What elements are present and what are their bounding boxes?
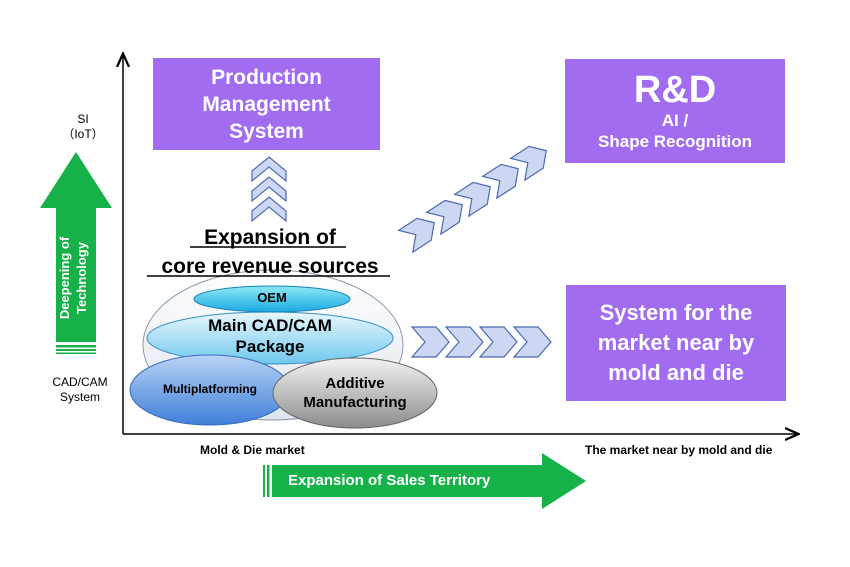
sales-territory-label: Expansion of Sales Territory xyxy=(288,472,491,489)
y-axis-top-label: SI （IoT） xyxy=(62,112,104,141)
multiplatforming-label: Multiplatforming xyxy=(163,382,257,396)
core-heading: Expansion of core revenue sources xyxy=(161,226,379,278)
system-market-text: System for the market near by mold and d… xyxy=(597,300,755,385)
main-package-label: Main CAD/CAM Package xyxy=(208,316,332,356)
additive-label: Additive Manufacturing xyxy=(303,375,407,411)
oem-ellipse xyxy=(193,285,351,313)
right-chevrons xyxy=(410,326,552,358)
rnd-box: R&D AI / Shape Recognition xyxy=(565,59,785,163)
x-axis-left-label: Mold & Die market xyxy=(200,443,305,457)
deepening-technology-label: Deepening of Technology xyxy=(57,236,89,320)
diagonal-chevrons xyxy=(397,145,547,254)
rnd-subtitle: AI / Shape Recognition xyxy=(598,111,752,151)
y-axis-bottom-label: CAD/CAM System xyxy=(52,375,108,404)
rnd-title: R&D xyxy=(633,69,717,111)
system-market-box: System for the market near by mold and d… xyxy=(566,285,786,401)
deepening-technology-arrow xyxy=(40,152,112,354)
upward-chevrons xyxy=(251,156,287,223)
sales-territory-arrow xyxy=(263,453,586,509)
production-management-box: Production Management System xyxy=(153,58,380,150)
production-management-text: Production Management System xyxy=(202,65,331,143)
oem-label: OEM xyxy=(257,290,287,305)
x-axis-right-label: The market near by mold and die xyxy=(585,443,773,457)
additive-ellipse xyxy=(272,357,438,429)
